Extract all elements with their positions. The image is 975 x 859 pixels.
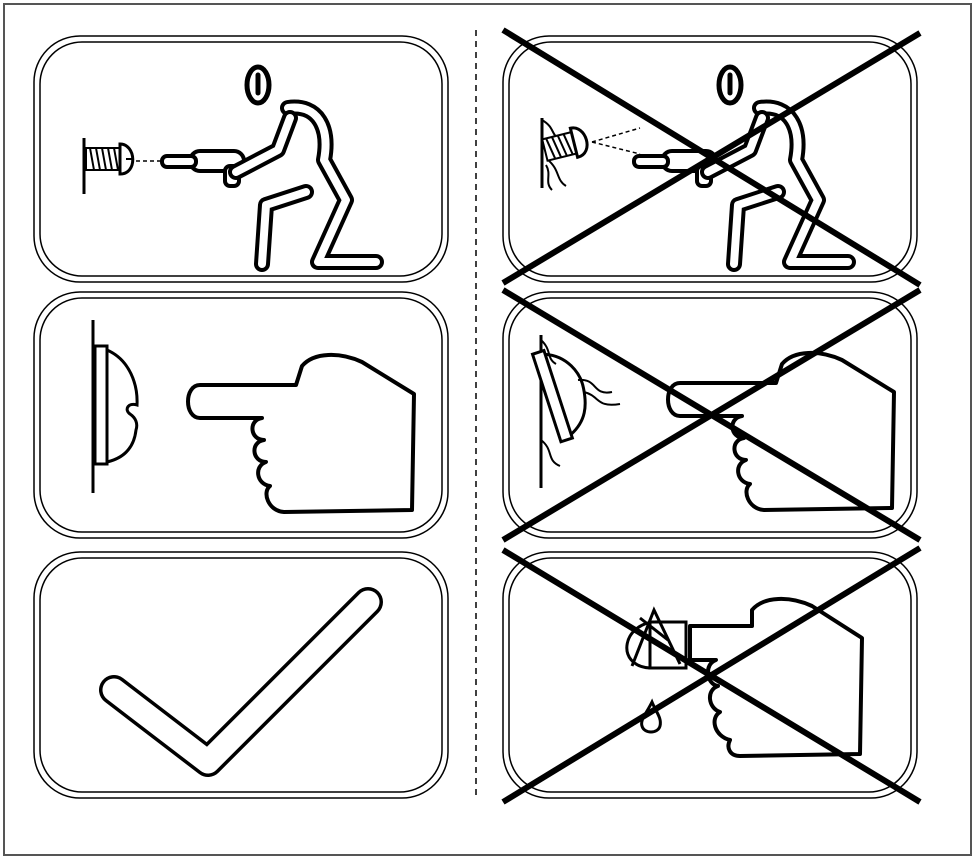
panel-done-correct <box>33 551 449 799</box>
panel-pad-pressed-correct <box>33 291 449 539</box>
panel-drill-screw-correct <box>33 35 449 283</box>
wet-glue-icon <box>625 606 688 670</box>
screw-icon <box>540 126 589 162</box>
pointing-hand-icon <box>688 596 864 758</box>
pad-icon <box>530 348 587 444</box>
screw-icon <box>85 142 135 176</box>
checkmark-icon <box>99 587 383 777</box>
sheet-frame <box>3 3 972 856</box>
cross-out-marks <box>501 27 922 805</box>
